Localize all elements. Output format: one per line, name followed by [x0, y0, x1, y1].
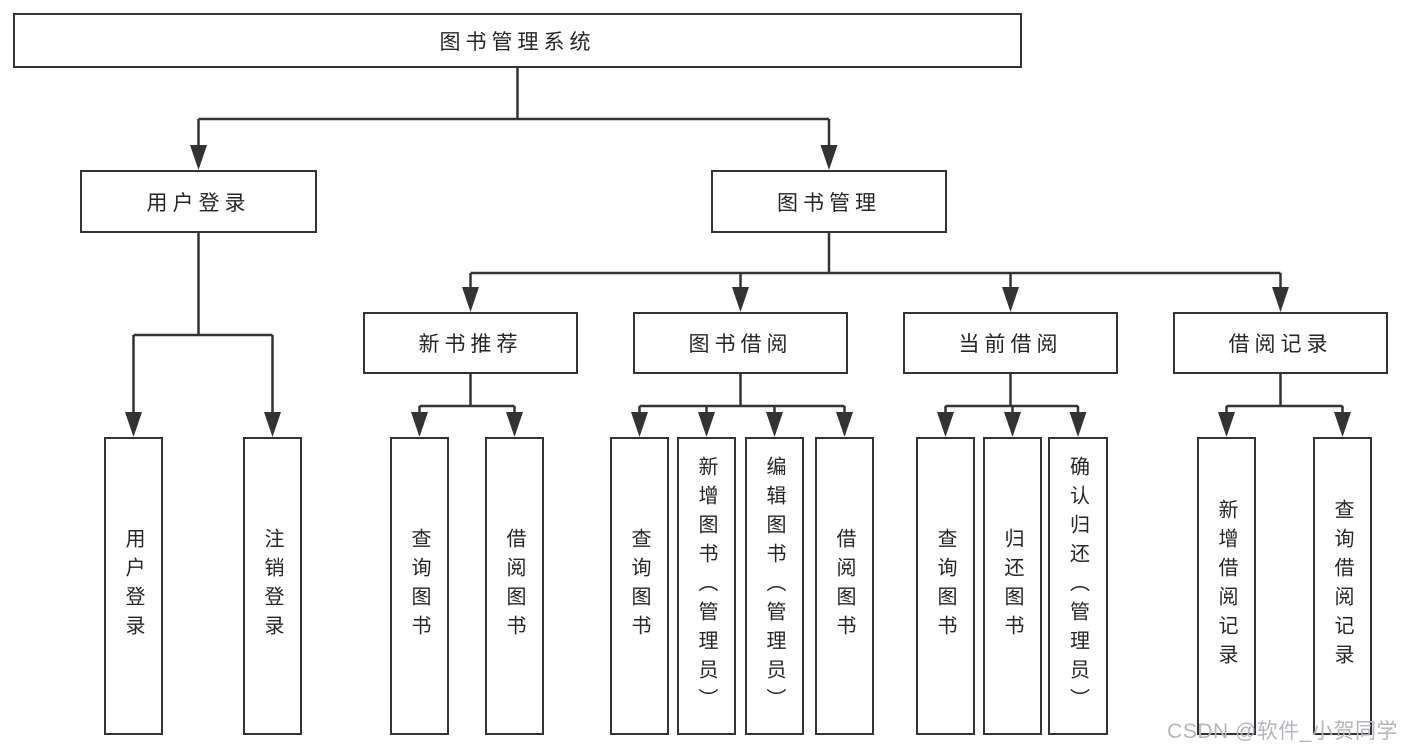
connector-book-borrow-split: [631, 374, 853, 437]
leaf-return-book: 归还图书: [983, 437, 1042, 735]
leaf-borrow-books: 借阅图书: [815, 437, 874, 735]
arrowhead: [937, 412, 1087, 437]
node-book-management: 图书管理: [711, 170, 947, 233]
leaf-logout: 注销登录: [243, 437, 302, 735]
leaf-confirm-return-admin: 确认归还（管理员）: [1048, 437, 1108, 735]
leaf-query-books-recommend: 查询图书: [390, 437, 449, 735]
node-library-system: 图书管理系统: [13, 13, 1022, 68]
connector-book-management-split: [462, 233, 1289, 312]
arrowhead: [190, 145, 838, 170]
connector-root-split: [190, 68, 838, 170]
csdn-watermark: CSDN @软件_小贺同学: [1167, 720, 1398, 743]
arrowhead: [462, 287, 1289, 312]
node-borrow-records: 借阅记录: [1173, 312, 1388, 374]
node-new-book-recommend: 新书推荐: [363, 312, 578, 374]
leaf-user-login: 用户登录: [104, 437, 163, 735]
arrowhead: [411, 412, 523, 437]
leaf-edit-book-admin: 编辑图书（管理员）: [745, 437, 804, 735]
leaf-query-books-current: 查询图书: [916, 437, 975, 735]
connector-new-book-split: [411, 374, 523, 437]
leaf-borrow-books-recommend: 借阅图书: [485, 437, 544, 735]
connector-user-login-split: [125, 233, 281, 437]
leaf-add-book-admin: 新增图书（管理员）: [677, 437, 736, 735]
node-book-borrow: 图书借阅: [633, 312, 848, 374]
node-current-borrow: 当前借阅: [903, 312, 1118, 374]
arrowhead: [1218, 412, 1351, 437]
node-user-login: 用户登录: [80, 170, 317, 233]
leaf-query-borrow-record: 查询借阅记录: [1313, 437, 1372, 735]
arrowhead: [125, 412, 281, 437]
leaf-query-books-borrow: 查询图书: [610, 437, 669, 735]
arrowhead: [631, 412, 853, 437]
connector-current-borrow-split: [937, 374, 1087, 437]
leaf-add-borrow-record: 新增借阅记录: [1197, 437, 1256, 735]
connector-borrow-records-split: [1218, 374, 1351, 437]
